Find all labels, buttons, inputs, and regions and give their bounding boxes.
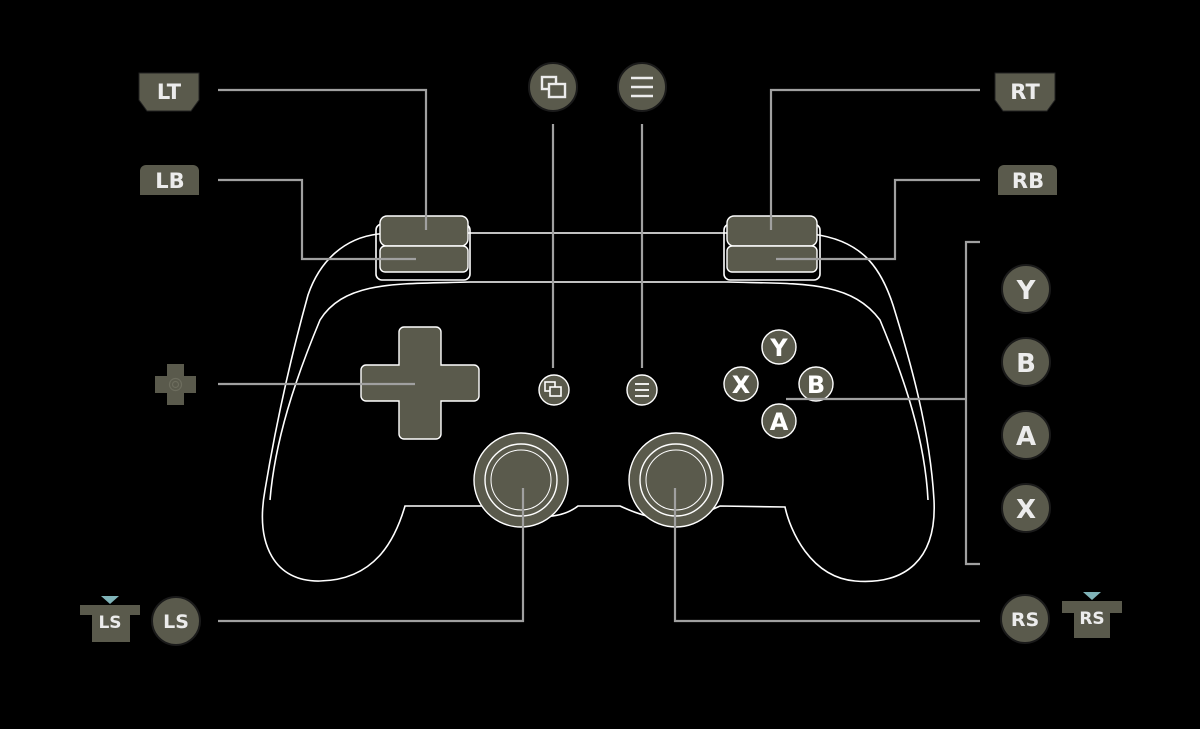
dpad-callout [155, 364, 196, 405]
face-legend: Y B A X [1001, 264, 1051, 533]
view-icon [540, 75, 567, 99]
left-stick[interactable] [473, 432, 569, 528]
bracket-face [964, 240, 980, 566]
face-button-x-label: X [732, 371, 751, 399]
leader-rb [776, 178, 980, 261]
menu-icon [635, 383, 649, 397]
face-buttons: Y X B A [723, 329, 834, 439]
lb-chip: LB [140, 165, 199, 195]
stick-press-icon [1083, 592, 1101, 600]
leader-rs [673, 488, 980, 623]
menu-button[interactable] [626, 374, 658, 406]
legend-y: Y [1001, 264, 1051, 314]
face-button-y-label: Y [769, 334, 788, 362]
body-inner-right [470, 281, 929, 501]
lt-label: LT [157, 80, 182, 104]
legend-a: A [1001, 410, 1051, 460]
face-button-b[interactable]: B [798, 366, 834, 402]
menu-icon [631, 76, 653, 98]
ls-press-label: LS [98, 613, 121, 633]
leader-lines [218, 88, 980, 623]
face-button-x[interactable]: X [723, 366, 759, 402]
rt-chip: RT [994, 72, 1056, 112]
lb-label: LB [155, 169, 184, 193]
left-trigger[interactable] [379, 215, 469, 247]
body-outline [261, 232, 935, 583]
leader-ls [218, 488, 525, 623]
rt-label: RT [1010, 80, 1040, 104]
rb-label: RB [1012, 169, 1044, 193]
leader-lt [218, 88, 428, 230]
dpad[interactable] [360, 326, 480, 440]
right-stick[interactable] [628, 432, 724, 528]
controller-body [261, 232, 935, 583]
ls-chip: LS [151, 596, 201, 646]
body-inner-left [269, 281, 471, 501]
rs-press-chip: RS [1062, 592, 1122, 638]
legend-y-label: Y [1016, 276, 1037, 306]
rb-chip: RB [998, 165, 1057, 195]
leader-rt [769, 88, 980, 230]
lt-chip: LT [138, 72, 200, 112]
rs-label: RS [1011, 609, 1039, 631]
face-button-a[interactable]: A [761, 403, 797, 439]
legend-a-label: A [1016, 422, 1036, 452]
legend-b: B [1001, 337, 1051, 387]
view-icon [544, 381, 562, 397]
dpad-icon [155, 364, 196, 405]
face-button-y[interactable]: Y [761, 329, 797, 365]
view-callout [528, 62, 578, 112]
ls-label: LS [163, 611, 189, 633]
rs-chip: RS [1000, 594, 1050, 644]
menu-callout [617, 62, 667, 112]
ls-press-chip: LS [80, 596, 140, 642]
face-button-a-label: A [770, 408, 789, 436]
face-button-b-label: B [807, 371, 825, 399]
view-button[interactable] [538, 374, 570, 406]
legend-x-label: X [1016, 495, 1036, 525]
stick-press-icon [101, 596, 119, 604]
legend-b-label: B [1016, 349, 1036, 379]
rs-press-label: RS [1079, 609, 1104, 629]
left-bumper-group [375, 215, 471, 281]
legend-x: X [1001, 483, 1051, 533]
leader-lb [218, 178, 416, 261]
